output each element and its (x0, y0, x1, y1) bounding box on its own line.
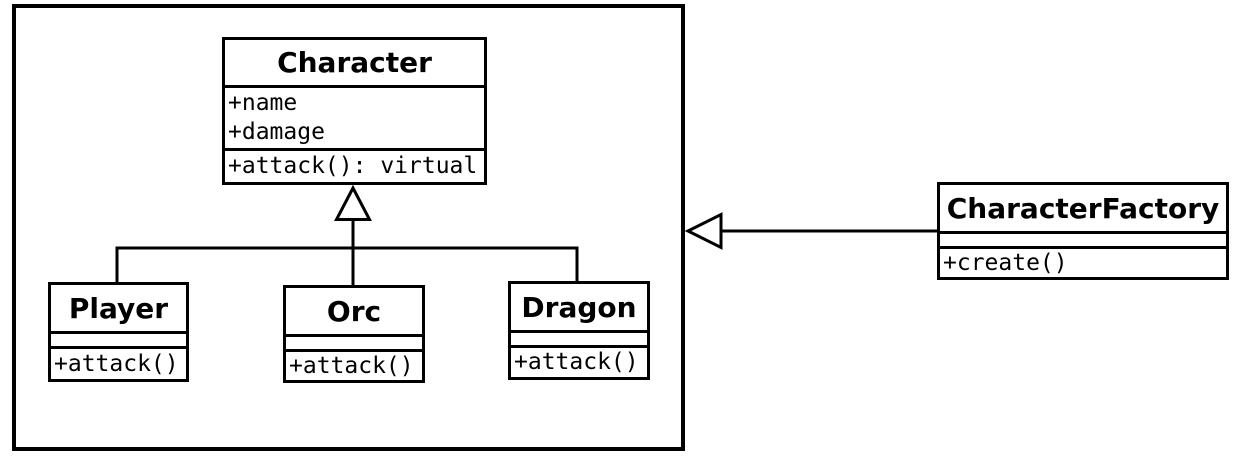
character-attributes-compartment: +name +damage (225, 85, 484, 148)
method-attack: +attack() (289, 352, 414, 379)
class-box-orc[interactable]: Orc +attack() (283, 285, 425, 383)
dragon-methods-compartment: +attack() (511, 345, 647, 377)
class-title-dragon: Dragon (521, 290, 637, 324)
factory-attributes-compartment (940, 231, 1226, 246)
factory-arrowhead-icon (684, 212, 723, 250)
method-attack: +attack() (54, 350, 179, 377)
orc-attributes-compartment (286, 334, 422, 349)
class-box-dragon[interactable]: Dragon +attack() (508, 281, 650, 380)
player-attributes-compartment (51, 331, 186, 346)
method-attack: +attack() (514, 349, 639, 375)
dragon-attributes-compartment (511, 330, 647, 345)
attribute-name: +name (228, 90, 298, 116)
method-create: +create() (943, 249, 1068, 276)
class-box-player[interactable]: Player +attack() (48, 282, 189, 382)
class-title-characterfactory: CharacterFactory (946, 191, 1220, 225)
class-box-character[interactable]: Character +name +damage +attack(): virtu… (222, 37, 487, 185)
orc-methods-compartment: +attack() (286, 349, 422, 380)
class-box-characterfactory[interactable]: CharacterFactory +create() (937, 182, 1229, 280)
method-attack-virtual: +attack(): virtual (228, 153, 478, 179)
class-title-orc: Orc (326, 294, 382, 328)
character-methods-compartment: +attack(): virtual (225, 148, 484, 182)
class-title-player: Player (68, 291, 169, 325)
class-title-character: Character (277, 46, 432, 79)
factory-methods-compartment: +create() (940, 246, 1226, 277)
player-methods-compartment: +attack() (51, 346, 186, 379)
attribute-damage: +damage (228, 119, 325, 145)
